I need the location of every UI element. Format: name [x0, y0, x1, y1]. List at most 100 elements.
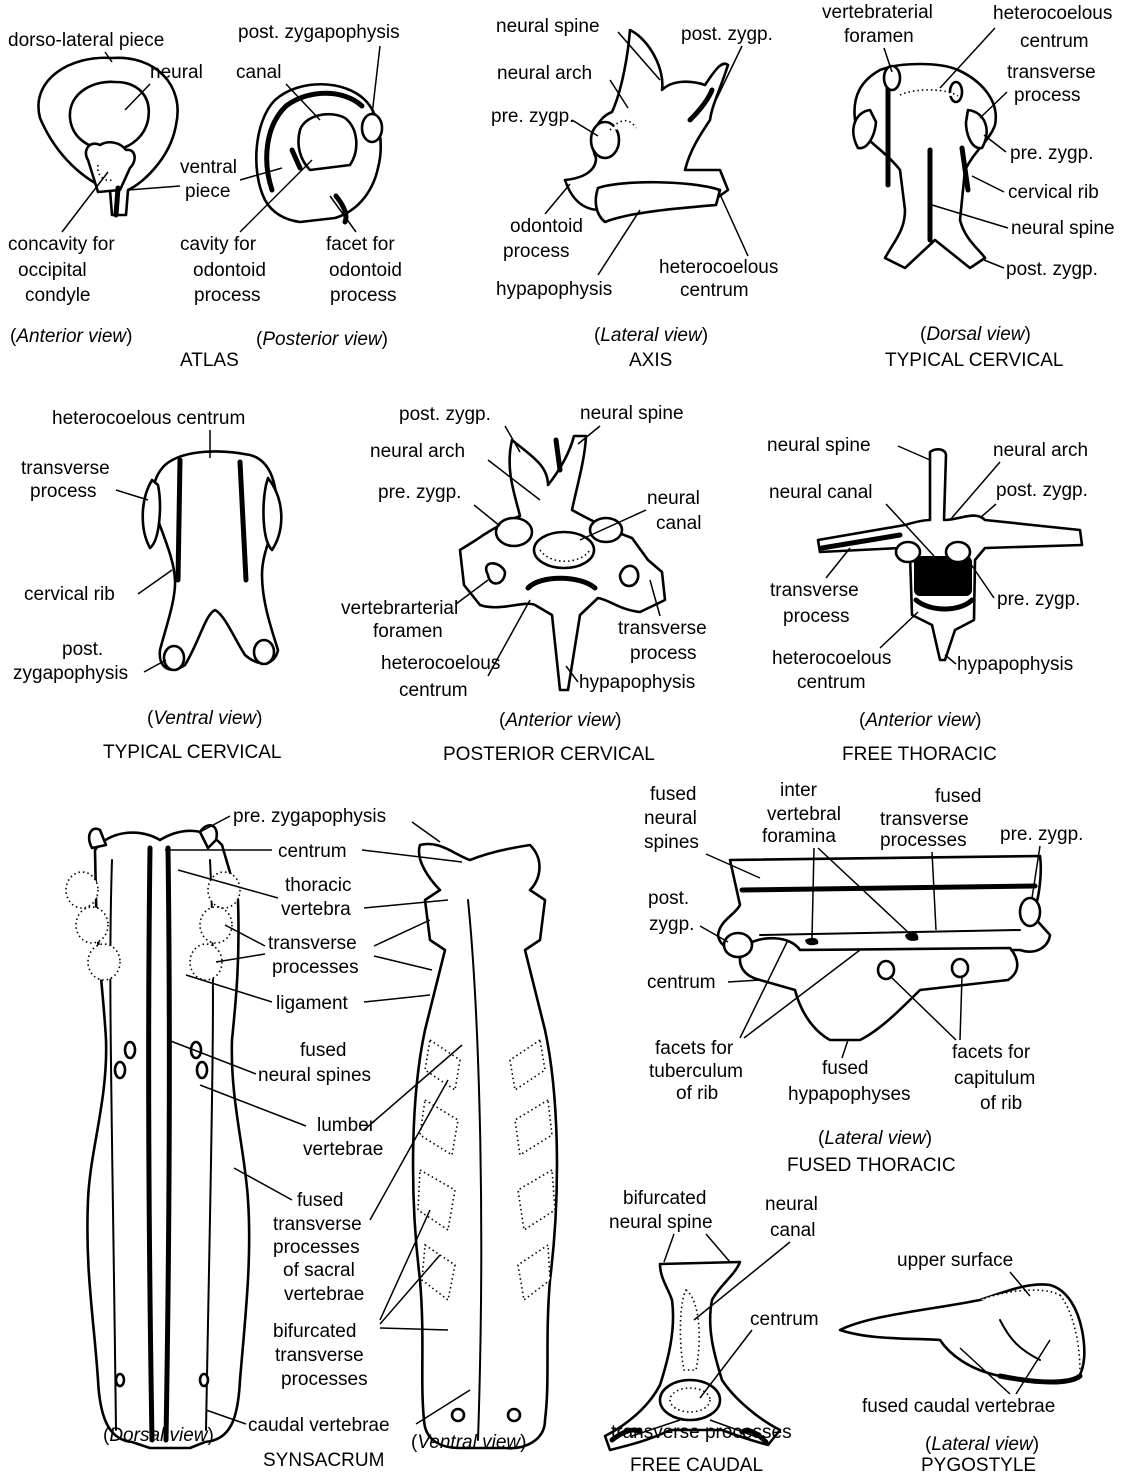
axis-panel: neural spine post. zygp. neural arch pre… — [491, 16, 778, 371]
pc-neural-arch-label: neural arch — [370, 441, 465, 462]
tcd-vertebrarterial-label-2: foramen — [844, 26, 914, 47]
axis-view: (Lateral view) — [594, 325, 708, 346]
ft-post-zygp-label: post. zygp. — [996, 480, 1088, 501]
fc-neural-label-2: canal — [770, 1220, 815, 1241]
atlas-piece-label: piece — [185, 181, 230, 202]
free-thoracic-panel: neural spine neural arch neural canal po… — [767, 435, 1088, 765]
pc-pre-zygp-label: pre. zygp. — [378, 482, 461, 503]
atlas-facet-label-2: odontoid — [329, 260, 402, 281]
py-view: (Lateral view) — [925, 1434, 1039, 1455]
fth-view: (Lateral view) — [818, 1128, 932, 1149]
tcv-view: (Ventral view) — [147, 708, 262, 729]
atlas-concavity-label-3: condyle — [25, 285, 91, 306]
fth-inter-label-2: vertebral — [767, 804, 841, 825]
pc-view: (Anterior view) — [499, 710, 621, 731]
atlas-dorso-lateral-piece-label: dorso-lateral piece — [8, 30, 164, 51]
fth-hypapophyses-label-1: fused — [822, 1058, 868, 1079]
syn-pre-zygapophysis-label: pre. zygapophysis — [233, 806, 386, 827]
atlas-view-anterior: (Anterior view) — [10, 326, 132, 347]
syn-fused-tp-label-5: vertebrae — [284, 1284, 364, 1305]
syn-thoracic-label-2: vertebra — [281, 899, 351, 920]
fc-caption: FREE CAUDAL — [630, 1455, 763, 1476]
py-upper-surface-label: upper surface — [897, 1250, 1013, 1271]
typical-cervical-ventral-drawing — [143, 451, 282, 670]
atlas-concavity-label-2: occipital — [18, 260, 87, 281]
fth-pre-zygp-label: pre. zygp. — [1000, 824, 1083, 845]
fth-centrum-label: centrum — [647, 972, 716, 993]
pygostyle-drawing — [840, 1284, 1084, 1382]
fc-transverse-label: transverse processes — [611, 1422, 792, 1443]
tcd-heterocoelous-label-2: centrum — [1020, 31, 1089, 52]
ft-hypapophysis-label: hypapophysis — [957, 654, 1073, 675]
typical-cervical-ventral-panel: heterocoelous centrum transverse process… — [13, 408, 281, 763]
ft-transverse-label-2: process — [783, 606, 850, 627]
fth-fused-tp-label-3: processes — [880, 830, 967, 851]
pc-hypapophysis-label: hypapophysis — [579, 672, 695, 693]
syn-view-ventral: (Ventral view) — [411, 1432, 526, 1453]
typical-cervical-dorsal-panel: vertebraterial foramen heterocoelous cen… — [822, 2, 1115, 371]
syn-bifurcated-label-3: processes — [281, 1369, 368, 1390]
tcd-transverse-label-1: transverse — [1007, 62, 1096, 83]
typical-cervical-dorsal-drawing — [853, 64, 995, 268]
pc-post-zygp-label: post. zygp. — [399, 404, 491, 425]
axis-neural-spine-label: neural spine — [496, 16, 600, 37]
syn-fused-tp-label-4: of sacral — [283, 1260, 355, 1281]
fc-bifurcated-label-2: neural spine — [609, 1212, 713, 1233]
fth-capitulum-label-2: capitulum — [954, 1068, 1035, 1089]
ft-view: (Anterior view) — [859, 710, 981, 731]
syn-caudal-label: caudal vertebrae — [248, 1415, 390, 1436]
axis-drawing — [565, 30, 728, 222]
tcd-vertebrarterial-label-1: vertebraterial — [822, 2, 933, 23]
syn-fused-neural-label-1: fused — [300, 1040, 346, 1061]
tcv-heterocoelous-centrum-label: heterocoelous centrum — [52, 408, 245, 429]
syn-fused-neural-label-2: neural spines — [258, 1065, 371, 1086]
axis-odontoid-label-1: odontoid — [510, 216, 583, 237]
atlas-post-zygapophysis-label: post. zygapophysis — [238, 22, 400, 43]
tcv-caption: TYPICAL CERVICAL — [103, 742, 281, 763]
posterior-cervical-panel: post. zygp. neural spine neural arch neu… — [341, 403, 707, 765]
fth-capitulum-label-3: of rib — [980, 1093, 1022, 1114]
syn-thoracic-label-1: thoracic — [285, 875, 352, 896]
fth-tuberculum-label-3: of rib — [676, 1083, 718, 1104]
tcd-caption: TYPICAL CERVICAL — [885, 350, 1063, 371]
atlas-facet-label-1: facet for — [326, 234, 395, 255]
pc-neural-label-2: canal — [656, 513, 701, 534]
tcd-post-zygp-label: post. zygp. — [1006, 259, 1098, 280]
axis-pre-zygp-label: pre. zygp. — [491, 106, 574, 127]
tcv-post-label-1: post. — [62, 639, 103, 660]
pc-neural-spine-label: neural spine — [580, 403, 684, 424]
axis-heterocoelous-label-1: heterocoelous — [659, 257, 778, 278]
syn-fused-tp-label-1: fused — [297, 1190, 343, 1211]
ft-heterocoelous-label-1: heterocoelous — [772, 648, 891, 669]
tcd-pre-zygp-label: pre. zygp. — [1010, 143, 1093, 164]
fc-neural-label-1: neural — [765, 1194, 818, 1215]
synsacrum-ventral-drawing — [413, 844, 557, 1448]
axis-heterocoelous-label-2: centrum — [680, 280, 749, 301]
py-caption: PYGOSTYLE — [921, 1455, 1036, 1476]
fth-post-label-2: zygp. — [649, 914, 694, 935]
syn-centrum-label: centrum — [278, 841, 347, 862]
tcd-view: (Dorsal view) — [920, 324, 1031, 345]
tcd-neural-spine-label: neural spine — [1011, 218, 1115, 239]
pc-transverse-label-1: transverse — [618, 618, 707, 639]
fused-thoracic-drawing — [718, 856, 1050, 1040]
atlas-canal-label: canal — [236, 62, 281, 83]
fc-bifurcated-label-1: bifurcated — [623, 1188, 706, 1209]
fth-tuberculum-label-1: facets for — [655, 1038, 734, 1059]
tcd-transverse-label-2: process — [1014, 85, 1081, 106]
pc-vertebrarterial-label-2: foramen — [373, 621, 443, 642]
syn-fused-tp-label-2: transverse — [273, 1214, 362, 1235]
tcv-transverse-label-2: process — [30, 481, 97, 502]
tcv-transverse-label-1: transverse — [21, 458, 110, 479]
tcv-cervical-rib-label: cervical rib — [24, 584, 115, 605]
syn-ligament-label: ligament — [276, 993, 349, 1014]
fth-fused-neural-label-2: neural — [644, 808, 697, 829]
syn-transverse-label-2: processes — [272, 957, 359, 978]
atlas-cavity-label-1: cavity for — [180, 234, 257, 255]
pc-vertebrarterial-label-1: vertebrarterial — [341, 598, 458, 619]
atlas-posterior-drawing — [256, 84, 382, 222]
ft-neural-spine-label: neural spine — [767, 435, 871, 456]
fth-caption: FUSED THORACIC — [787, 1155, 956, 1176]
fth-inter-label-3: foramina — [762, 826, 836, 847]
